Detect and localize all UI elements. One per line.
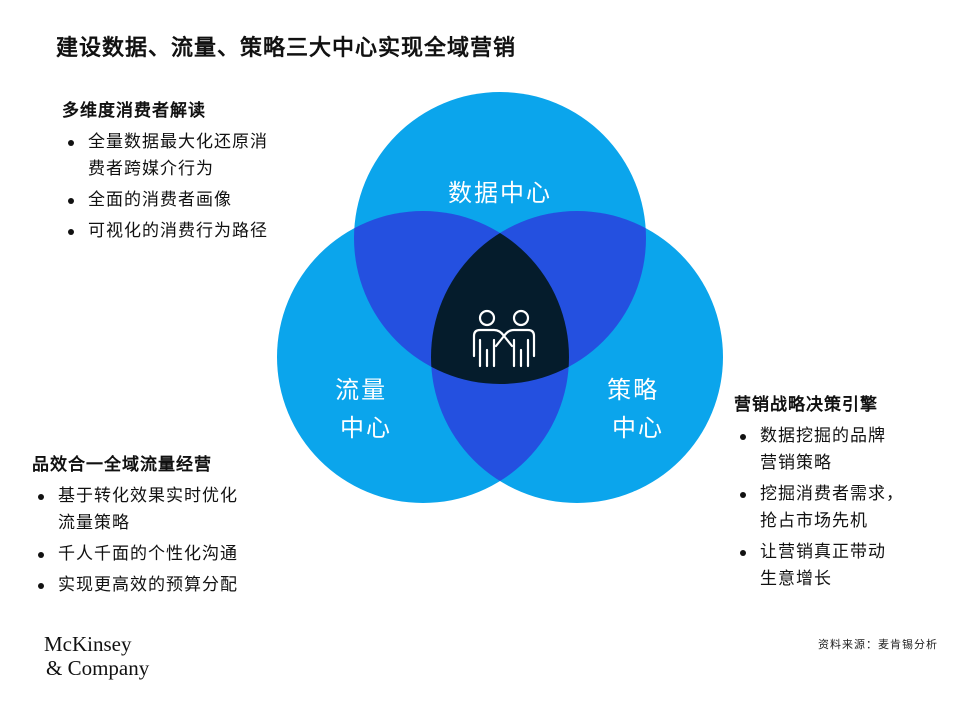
strategy-engine-block: 营销战略决策引擎 数据挖掘的品牌 营销策略 挖掘消费者需求， 抢占市场先机 让营… xyxy=(734,390,904,597)
strategy-center-label-line-1: 策略 xyxy=(607,376,659,404)
page-title: 建设数据、流量、策略三大中心实现全域营销 xyxy=(56,35,517,61)
list-item-line: 流量策略 xyxy=(58,513,130,533)
list-item-line: 全面的消费者画像 xyxy=(88,190,232,210)
consumer-insight-list: 全量数据最大化还原消 费者跨媒介行为 全面的消费者画像 可视化的消费行为路径 xyxy=(62,129,268,245)
company-logo: McKinsey & Company xyxy=(44,632,149,680)
consumer-insight-heading: 多维度消费者解读 xyxy=(62,101,206,121)
list-item-line: 可视化的消费行为路径 xyxy=(88,221,268,241)
list-item: 全面的消费者画像 xyxy=(62,187,268,214)
traffic-operation-block: 品效合一全域流量经营 基于转化效果实时优化 流量策略 千人千面的个性化沟通 实现… xyxy=(32,450,238,603)
source-note: 资料来源：麦肯锡分析 xyxy=(818,638,938,651)
list-item-line: 挖掘消费者需求， xyxy=(760,484,904,504)
list-item-line: 让营销真正带动 xyxy=(760,542,886,562)
list-item: 数据挖掘的品牌 营销策略 xyxy=(734,423,904,477)
traffic-center-label: 流量 中心 xyxy=(335,376,397,442)
list-item: 挖掘消费者需求， 抢占市场先机 xyxy=(734,481,904,535)
list-item: 让营销真正带动 生意增长 xyxy=(734,539,904,593)
logo-line-1: McKinsey xyxy=(44,632,132,656)
list-item-line: 数据挖掘的品牌 xyxy=(760,426,886,446)
list-item-line: 全量数据最大化还原消 xyxy=(88,132,268,152)
traffic-operation-heading: 品效合一全域流量经营 xyxy=(32,455,212,475)
list-item-line: 基于转化效果实时优化 xyxy=(58,486,238,506)
list-item-line: 生意增长 xyxy=(760,569,832,589)
strategy-center-label-line-2: 中心 xyxy=(612,414,664,442)
list-item: 千人千面的个性化沟通 xyxy=(32,541,238,568)
list-item-line: 抢占市场先机 xyxy=(760,511,868,531)
traffic-center-label-line-1: 流量 xyxy=(335,376,387,404)
list-item-line: 营销策略 xyxy=(760,453,832,473)
data-center-label: 数据中心 xyxy=(448,179,552,207)
strategy-engine-heading: 营销战略决策引擎 xyxy=(734,395,878,415)
list-item: 全量数据最大化还原消 费者跨媒介行为 xyxy=(62,129,268,183)
traffic-operation-list: 基于转化效果实时优化 流量策略 千人千面的个性化沟通 实现更高效的预算分配 xyxy=(32,483,238,599)
list-item-line: 千人千面的个性化沟通 xyxy=(58,544,238,564)
people-icon xyxy=(472,309,536,368)
traffic-center-label-line-2: 中心 xyxy=(340,414,392,442)
list-item-line: 实现更高效的预算分配 xyxy=(58,575,238,595)
list-item: 实现更高效的预算分配 xyxy=(32,572,238,599)
list-item-line: 费者跨媒介行为 xyxy=(88,159,214,179)
list-item: 基于转化效果实时优化 流量策略 xyxy=(32,483,238,537)
strategy-engine-list: 数据挖掘的品牌 营销策略 挖掘消费者需求， 抢占市场先机 让营销真正带动 生意增… xyxy=(734,423,904,593)
strategy-center-label: 策略 中心 xyxy=(607,376,669,442)
logo-line-2: & Company xyxy=(46,656,150,680)
list-item: 可视化的消费行为路径 xyxy=(62,218,268,245)
consumer-insight-block: 多维度消费者解读 全量数据最大化还原消 费者跨媒介行为 全面的消费者画像 可视化… xyxy=(62,96,268,249)
overlap-center xyxy=(431,211,569,384)
